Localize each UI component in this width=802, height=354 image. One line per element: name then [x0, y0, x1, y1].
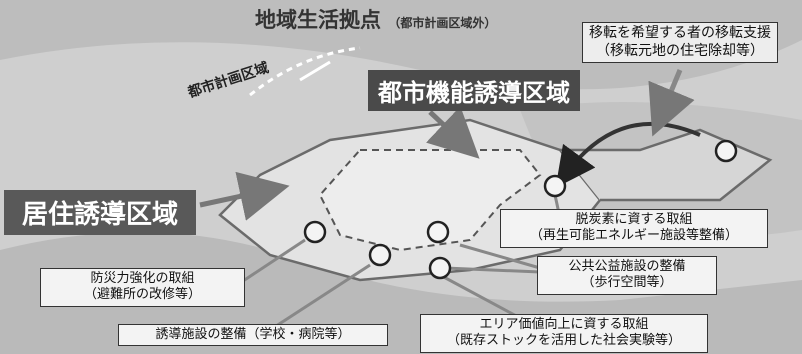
callout-area-value: エリア価値向上に資する取組 （既存ストックを活用した社会実験等） [420, 314, 708, 353]
callout-line1: 公共公益施設の整備 [568, 259, 686, 274]
pointer-line [269, 263, 371, 332]
callout-line1: 防災力強化の取組 [90, 271, 195, 286]
pointer-line [459, 243, 541, 270]
callout-line2: （避難所の改修等） [83, 287, 201, 303]
relocation-support-box: 移転を希望する者の移転支援 （移転元地の住宅除却等） [582, 22, 778, 63]
pointer-line [444, 266, 541, 274]
facility-marker [543, 174, 567, 198]
page-title: 地域生活拠点 （都市計画区域外） [255, 8, 496, 32]
arrow-relocation-box [648, 69, 695, 137]
residential-area-banner: 居住誘導区域 [4, 190, 197, 235]
callout-decarbonization: 脱炭素に資する取組 （再生可能エネルギー施設等整備） [500, 209, 768, 248]
pointer-line [239, 238, 306, 285]
urban-function-area-banner: 都市機能誘導区域 [368, 70, 580, 111]
callout-line2: （歩行空間等） [581, 275, 673, 291]
facility-marker [426, 220, 450, 244]
callout-line1: 脱炭素に資する取組 [575, 212, 693, 227]
callout-line2: （再生可能エネルギー施設等整備） [529, 228, 738, 244]
facility-marker [428, 256, 452, 280]
city-planning-boundary [249, 46, 361, 97]
relocation-line1: 移転を希望する者の移転支援 [589, 25, 771, 41]
arrow-city-planning [299, 60, 331, 82]
arrow-residential [199, 171, 290, 221]
callout-induced-facilities: 誘導施設の整備（学校・病院等） [118, 324, 388, 347]
facility-marker [368, 243, 392, 267]
pointer-line [439, 273, 521, 320]
callout-line1: エリア価値向上に資する取組 [479, 317, 649, 332]
relocation-line2: （移転元地の住宅除却等） [596, 42, 764, 59]
callout-public-facilities: 公共公益施設の整備 （歩行空間等） [537, 256, 717, 295]
callout-line2: （既存ストックを活用した社会実験等） [446, 333, 681, 349]
callout-disaster-prevention: 防災力強化の取組 （避難所の改修等） [40, 268, 245, 307]
urban-function-area-region [318, 149, 542, 252]
facility-marker [714, 139, 738, 163]
title-sub: （都市計画区域外） [388, 16, 497, 30]
facility-marker [303, 220, 327, 244]
callout-line1: 誘導施設の整備（学校・病院等） [155, 327, 351, 342]
title-main: 地域生活拠点 [255, 8, 381, 32]
arrow-urban-function [426, 106, 480, 159]
